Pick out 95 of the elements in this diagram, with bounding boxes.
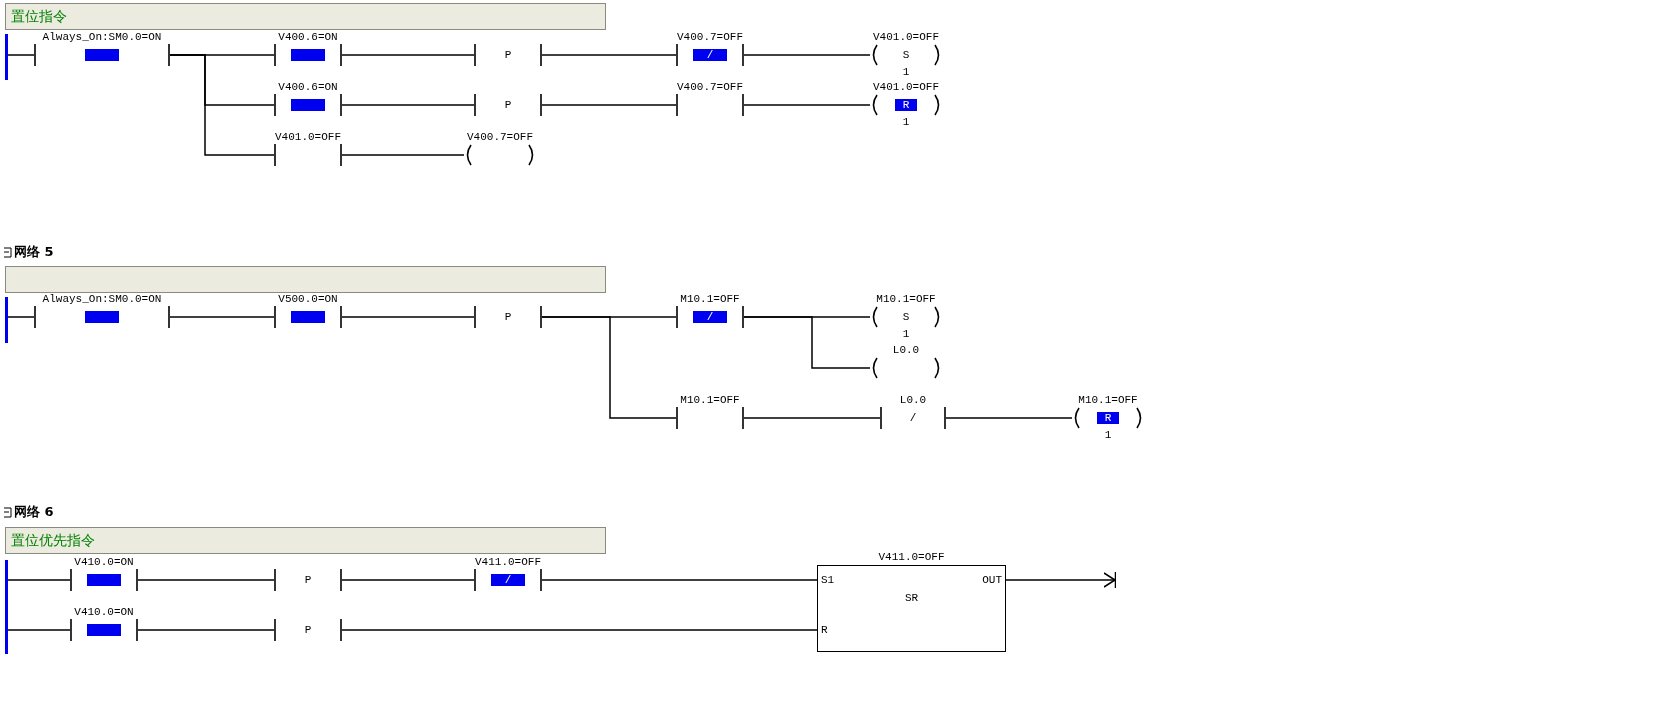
address-label: V400.7=OFF xyxy=(467,131,533,143)
wire xyxy=(541,579,818,581)
parameter-value: 1 xyxy=(902,116,910,128)
contact-symbol xyxy=(676,394,744,429)
contact-symbol xyxy=(70,556,138,591)
instruction-mark: S xyxy=(902,311,910,323)
comment-text: 置位优先指令 xyxy=(11,532,95,549)
parameter-value: 1 xyxy=(1104,429,1112,441)
address-label: M10.1=OFF xyxy=(680,293,740,305)
wire xyxy=(743,316,871,369)
block-type-label: SR xyxy=(904,592,919,604)
comment-bar xyxy=(5,266,606,293)
address-label: Always_On:SM0.0=ON xyxy=(42,293,162,305)
wire xyxy=(169,54,275,156)
wire xyxy=(743,417,881,419)
address-label: V401.0=OFF xyxy=(873,81,939,93)
contact-symbol xyxy=(274,31,342,66)
address-label: L0.0 xyxy=(899,394,927,406)
address-label: V400.6=ON xyxy=(278,81,338,93)
address-label: M10.1=OFF xyxy=(876,293,936,305)
parameter-value: 1 xyxy=(902,328,910,340)
edge-contact-symbol xyxy=(274,569,342,591)
address-label: V411.0=OFF xyxy=(878,551,945,563)
power-rail xyxy=(5,297,8,343)
address-label: V401.0=OFF xyxy=(873,31,939,43)
wire xyxy=(341,154,465,156)
contact-symbol xyxy=(274,81,342,116)
wire xyxy=(7,629,71,631)
edge-contact-symbol xyxy=(274,619,342,641)
wire xyxy=(341,104,475,106)
wire xyxy=(7,54,35,56)
contact-symbol xyxy=(676,31,744,66)
address-label: L0.0 xyxy=(892,344,920,356)
instruction-mark: R xyxy=(1104,412,1112,424)
wire xyxy=(541,54,677,56)
input-label: R xyxy=(821,624,828,636)
address-label: V400.7=OFF xyxy=(677,31,743,43)
parameter-value: 1 xyxy=(902,66,910,78)
address-label: M10.1=OFF xyxy=(680,394,740,406)
address-label: V401.0=OFF xyxy=(275,131,341,143)
wire xyxy=(341,316,475,318)
wire xyxy=(341,54,475,56)
edge-contact-symbol xyxy=(474,306,542,328)
comment-text: 置位指令 xyxy=(11,8,67,25)
address-label: V400.7=OFF xyxy=(677,81,743,93)
wire xyxy=(7,579,71,581)
instruction-mark: / xyxy=(706,311,714,323)
wire xyxy=(341,579,475,581)
wire xyxy=(743,104,871,106)
coil-symbol xyxy=(464,131,536,166)
contact-symbol xyxy=(274,293,342,328)
address-label: V400.6=ON xyxy=(278,31,338,43)
power-rail xyxy=(5,560,8,654)
address-label: V410.0=ON xyxy=(74,556,134,568)
contact-symbol xyxy=(274,131,342,166)
contact-symbol xyxy=(676,81,744,116)
instruction-mark: / xyxy=(504,574,512,586)
instruction-mark: S xyxy=(902,49,910,61)
output-label: OUT xyxy=(982,574,1002,586)
contact-symbol xyxy=(474,556,542,591)
instruction-mark: P xyxy=(504,99,512,111)
edge-contact-symbol xyxy=(474,94,542,116)
power-rail xyxy=(5,34,8,80)
contact-symbol xyxy=(880,394,946,429)
address-label: Always_On:SM0.0=ON xyxy=(42,31,162,43)
instruction-mark: P xyxy=(304,624,312,636)
instruction-mark: R xyxy=(902,99,910,111)
instruction-mark: / xyxy=(706,49,714,61)
wire xyxy=(743,54,871,56)
comment-bar xyxy=(5,3,606,30)
comment-bar xyxy=(5,527,606,554)
instruction-mark: P xyxy=(504,311,512,323)
contact-symbol xyxy=(70,606,138,641)
edge-contact-symbol xyxy=(474,44,542,66)
wire xyxy=(541,104,677,106)
wire xyxy=(541,316,677,419)
address-label: V500.0=ON xyxy=(278,293,338,305)
wire xyxy=(945,417,1073,419)
instruction-mark: P xyxy=(304,574,312,586)
input-label: S1 xyxy=(821,574,835,586)
address-label: V410.0=ON xyxy=(74,606,134,618)
address-label: M10.1=OFF xyxy=(1078,394,1138,406)
instruction-mark: / xyxy=(909,412,917,424)
wire xyxy=(137,579,275,581)
contact-symbol xyxy=(34,31,170,66)
network-heading: 网络 5 xyxy=(14,244,54,260)
address-label: V411.0=OFF xyxy=(475,556,541,568)
instruction-mark: P xyxy=(504,49,512,61)
wire xyxy=(169,316,275,318)
wire xyxy=(341,629,818,631)
coil-symbol xyxy=(870,344,942,379)
contact-symbol xyxy=(676,293,744,328)
wire xyxy=(7,316,35,318)
wire xyxy=(137,629,275,631)
contact-symbol xyxy=(34,293,170,328)
